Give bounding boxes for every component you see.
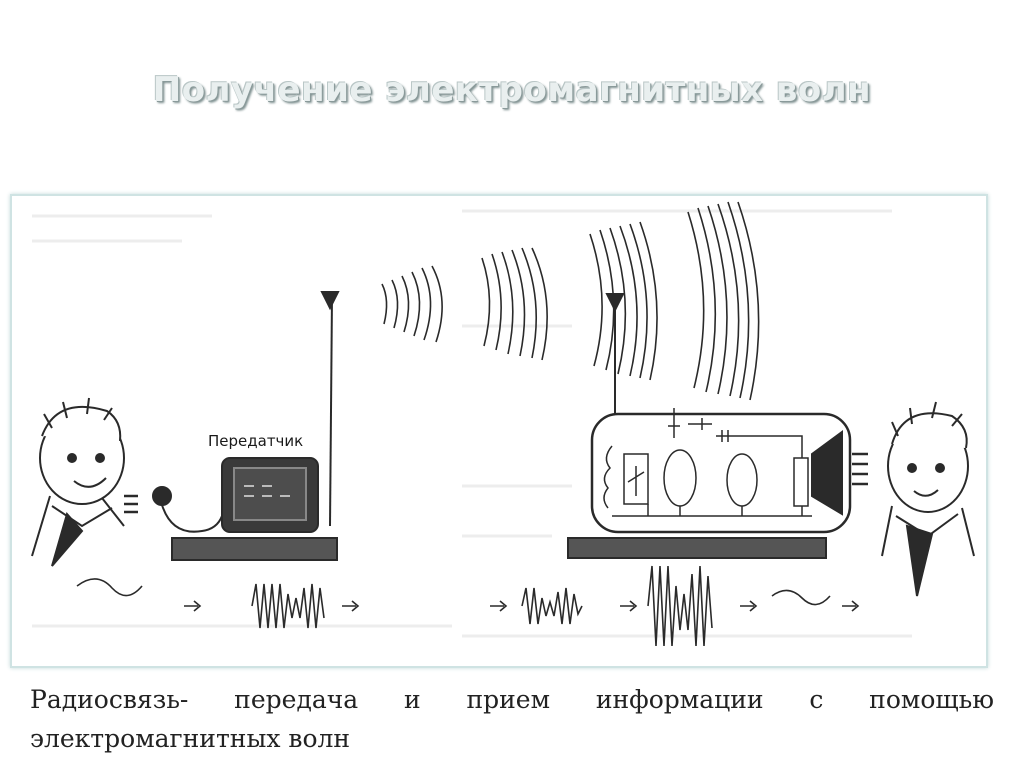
modulated-wave-transmitter — [251, 583, 325, 629]
receiver-antenna — [605, 293, 625, 416]
transmitter-label: Передатчик — [208, 432, 303, 450]
transmitter-box: Передатчик — [171, 432, 338, 561]
received-weak-wave — [521, 587, 583, 625]
right-boy-figure — [881, 401, 975, 597]
arrow-icon — [620, 600, 638, 612]
arrow-icon — [740, 600, 758, 612]
receiver-box — [567, 408, 868, 559]
amplified-wave — [647, 565, 713, 647]
arrow-icon — [184, 600, 202, 612]
electromagnetic-waves — [381, 201, 760, 401]
radio-communication-diagram: Передатчик — [10, 194, 988, 668]
slide-title: Получение электромагнитных волн — [152, 70, 872, 110]
arrow-icon — [342, 600, 360, 612]
background-faded-text — [32, 209, 912, 638]
receiver-circuit — [603, 408, 812, 517]
microphone — [152, 486, 223, 533]
signal-waveforms — [76, 565, 860, 647]
audio-wave-right — [771, 589, 831, 606]
slide-caption: Радиосвязь- передача и прием информации … — [30, 685, 994, 753]
audio-wave-left — [76, 578, 143, 597]
arrow-icon — [842, 600, 860, 612]
transmitter-antenna — [320, 291, 340, 527]
arrow-icon — [490, 600, 508, 612]
left-boy-figure — [31, 397, 138, 567]
